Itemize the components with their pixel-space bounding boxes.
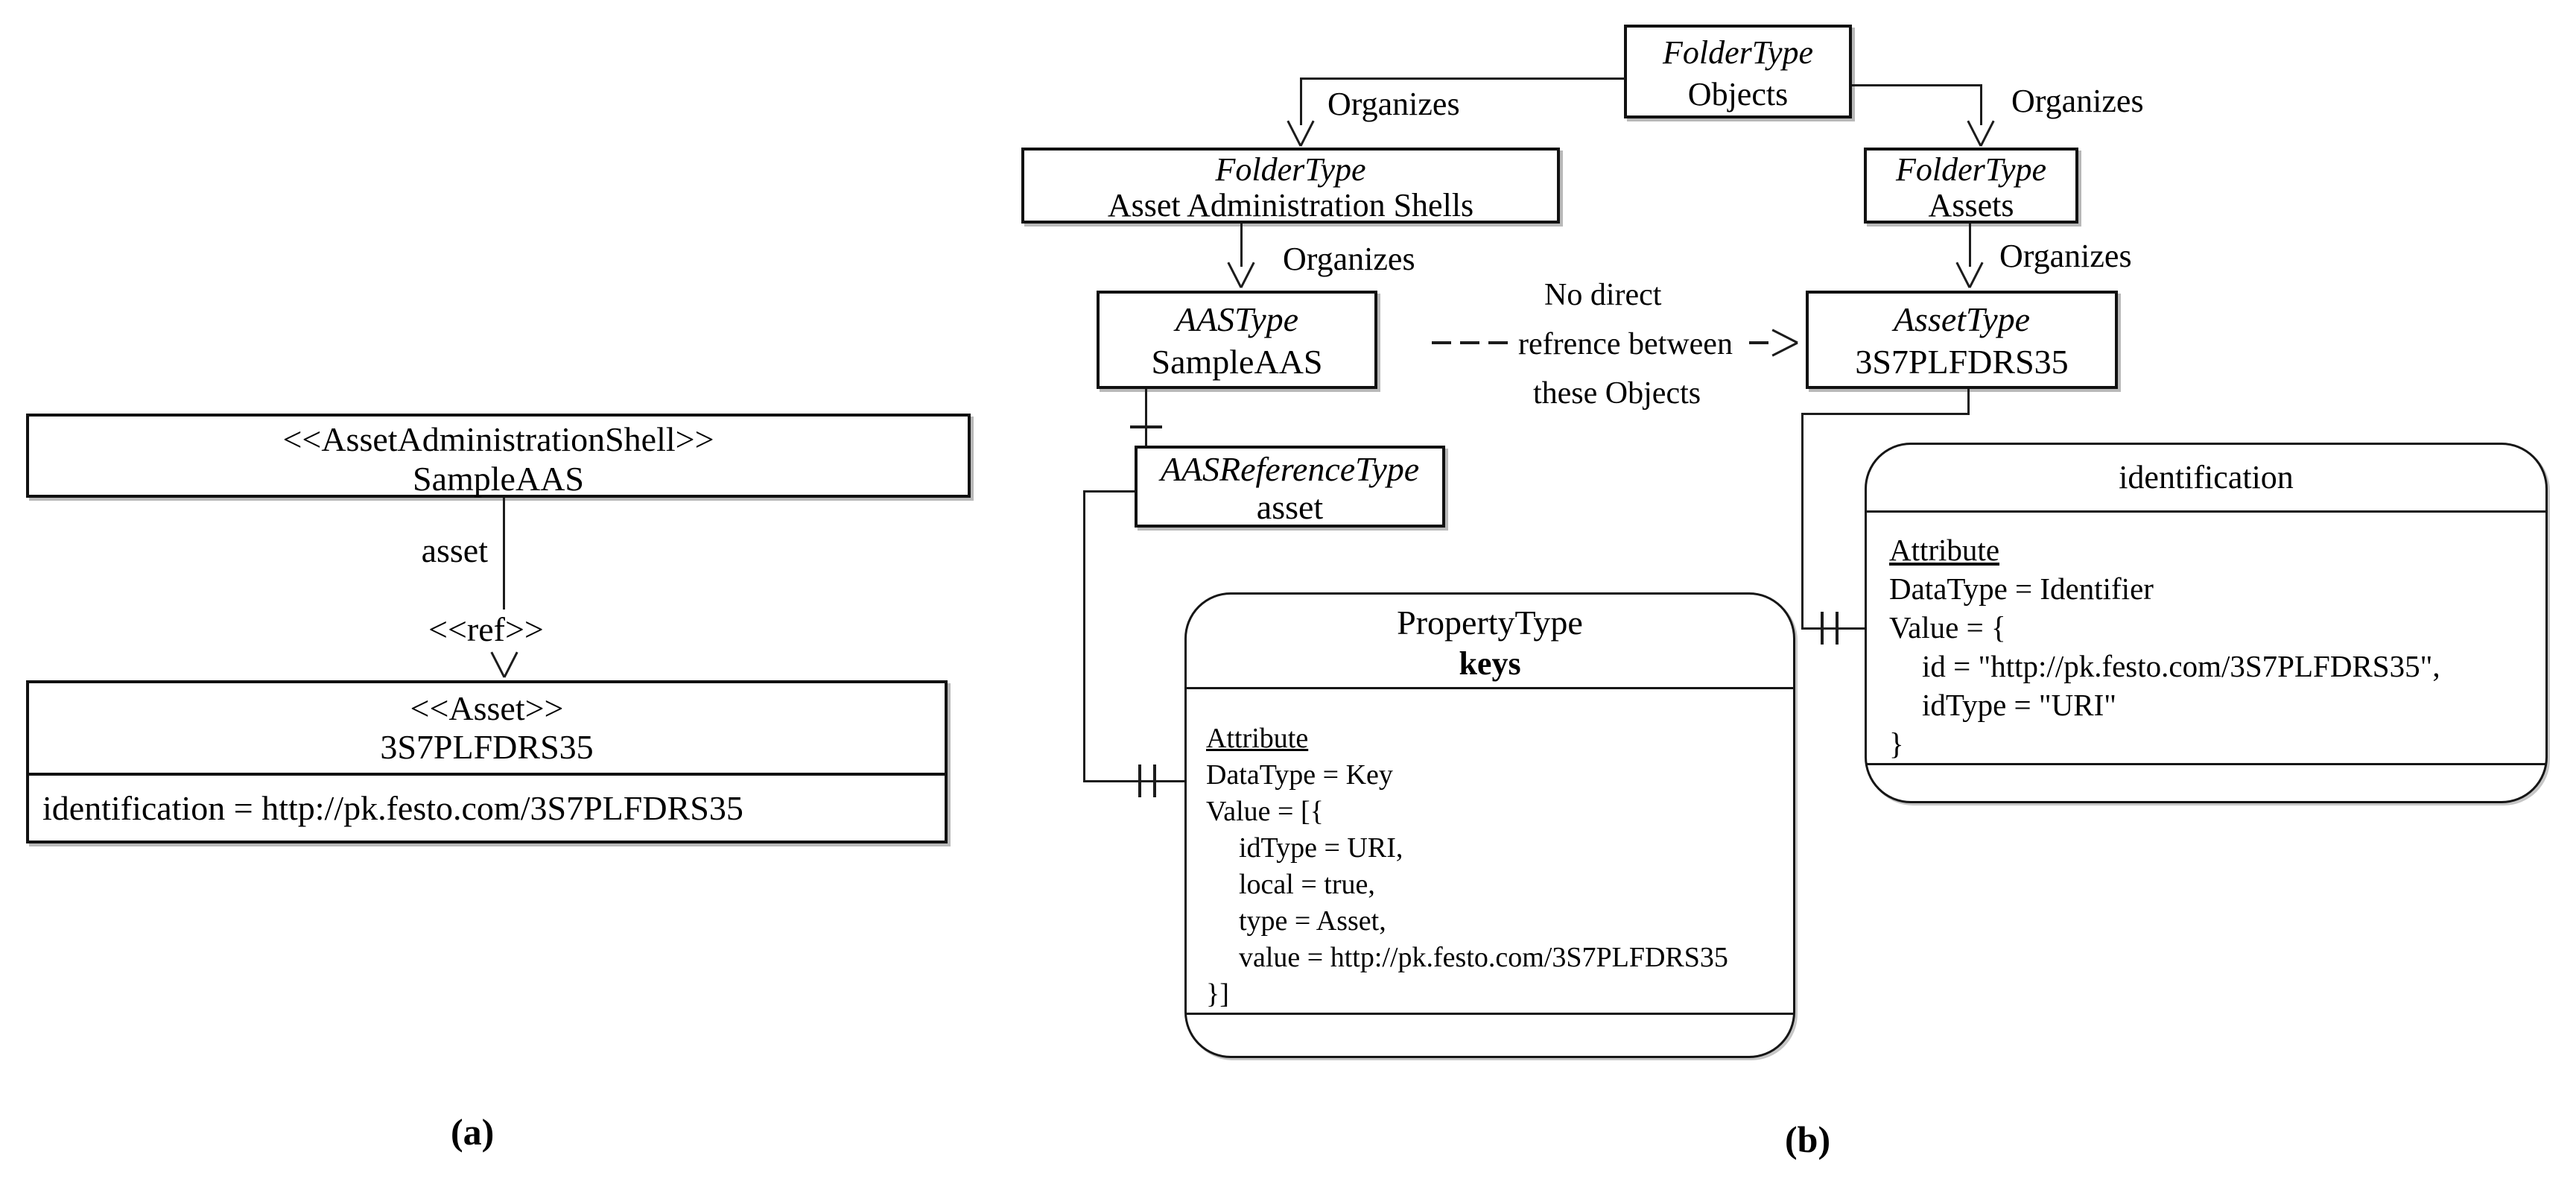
aas-shell-stereotype: <<AssetAdministrationShell>>: [282, 420, 714, 458]
asset-attribute-row: identification = http://pk.festo.com/3S7…: [42, 789, 743, 827]
sample-aas-box: AASType SampleAAS: [1097, 291, 1377, 389]
panel-a-caption: (a): [451, 1111, 495, 1153]
dashed-line-segment: [1432, 341, 1451, 344]
ref-edge-line-upper: [503, 498, 505, 610]
sample-aas-name: SampleAAS: [1151, 343, 1323, 381]
dashed-line-segment: [1460, 341, 1479, 344]
cardinality-tick: [1836, 612, 1839, 645]
aas-folder-type: FolderType: [1215, 151, 1366, 188]
organizes-label-2: Organizes: [2011, 83, 2144, 119]
identification-line-idtype: idType = "URI": [1922, 688, 2116, 722]
dashed-line-segment: [1488, 341, 1508, 344]
arrow-right-icon: [1774, 329, 1798, 357]
asset-reference-name: asset: [1256, 488, 1324, 526]
has-component-line: [1145, 389, 1147, 446]
identification-elbow-top: [1801, 413, 1970, 415]
organizes-line-3: [1240, 224, 1243, 267]
panel-b-caption: (b): [1785, 1118, 1831, 1160]
note-line-1: No direct: [1544, 278, 1662, 312]
cardinality-tick: [1821, 612, 1824, 645]
identification-footer: [1867, 763, 2545, 801]
asset-reference-type: AASReferenceType: [1160, 450, 1420, 488]
keys-property-name: keys: [1459, 645, 1521, 682]
sample-aas-type: AASType: [1175, 300, 1299, 338]
organizes-line-1: [1300, 77, 1625, 80]
keys-line-value-close: }]: [1206, 978, 1229, 1010]
aas-shell-box: <<AssetAdministrationShell>> SampleAAS: [26, 414, 971, 498]
keys-property-body: Attribute DataType = Key Value = [{ idTy…: [1187, 689, 1793, 1013]
arrow-down-icon: [1955, 264, 1984, 288]
arrow-down-icon: [490, 653, 518, 677]
identification-line-id: id = "http://pk.festo.com/3S7PLFDRS35",: [1922, 649, 2440, 683]
organizes-line-1-drop: [1300, 77, 1302, 125]
identification-body: Attribute DataType = Identifier Value = …: [1867, 513, 2545, 763]
identification-attribute-header: Attribute: [1889, 533, 2000, 567]
identification-name: identification: [2119, 459, 2294, 496]
asset-box: <<Asset>> 3S7PLFDRS35 identification = h…: [26, 680, 948, 843]
keys-line-value: value = http://pk.festo.com/3S7PLFDRS35: [1239, 942, 1728, 974]
asset-type-name: 3S7PLFDRS35: [1855, 343, 2069, 381]
ref-edge-stereotype-label: <<ref>>: [428, 610, 544, 648]
cardinality-tick: [1130, 425, 1162, 428]
asset-stereotype: <<Asset>>: [410, 689, 564, 727]
assets-folder-name: Assets: [1928, 187, 2014, 224]
identification-line-value-close: }: [1889, 726, 1904, 761]
asset-box-header: <<Asset>> 3S7PLFDRS35: [29, 683, 945, 776]
organizes-line-2-drop: [1980, 84, 1982, 125]
objects-folder-name: Objects: [1687, 76, 1789, 113]
objects-folder-type: FolderType: [1662, 34, 1814, 71]
cardinality-tick: [1153, 764, 1156, 797]
asset-type-type: AssetType: [1893, 300, 2031, 338]
keys-elbow-bottom: [1083, 780, 1184, 782]
asset-name: 3S7PLFDRS35: [380, 728, 594, 766]
arrow-down-icon: [1287, 122, 1315, 146]
assets-folder-type: FolderType: [1895, 151, 2047, 188]
dashed-line-segment: [1749, 341, 1768, 344]
aas-shell-name: SampleAAS: [413, 460, 584, 498]
identification-elbow-vertical: [1801, 413, 1803, 630]
keys-property-footer: [1187, 1013, 1793, 1056]
organizes-label-3: Organizes: [1283, 241, 1415, 277]
keys-attribute-header: Attribute: [1206, 723, 1309, 755]
keys-property-node: PropertyType keys Attribute DataType = K…: [1184, 592, 1795, 1058]
identification-elbow-bottom: [1801, 627, 1865, 630]
organizes-line-4: [1969, 224, 1971, 267]
assets-folder-box: FolderType Assets: [1864, 148, 2078, 224]
keys-elbow-top: [1083, 490, 1135, 493]
aas-folder-name: Asset Administration Shells: [1107, 187, 1474, 224]
organizes-line-2: [1852, 84, 1982, 86]
asset-reference-box: AASReferenceType asset: [1135, 446, 1445, 528]
ref-edge-role-label: asset: [421, 531, 488, 569]
objects-folder-box: FolderType Objects: [1624, 25, 1852, 118]
keys-elbow-vertical: [1083, 490, 1085, 782]
keys-line-local: local = true,: [1239, 869, 1375, 901]
keys-line-type: type = Asset,: [1239, 905, 1386, 937]
keys-property-type: PropertyType: [1397, 604, 1583, 642]
arrow-down-icon: [1967, 122, 1995, 146]
keys-line-idtype: idType = URI,: [1239, 832, 1403, 864]
organizes-label-1: Organizes: [1327, 86, 1460, 122]
note-line-2: refrence between: [1518, 327, 1733, 361]
organizes-label-4: Organizes: [1999, 238, 2132, 274]
identification-header: identification: [1867, 445, 2545, 513]
keys-line-datatype: DataType = Key: [1206, 759, 1393, 791]
identification-line-datatype: DataType = Identifier: [1889, 572, 2154, 606]
identification-line-value-open: Value = {: [1889, 610, 2006, 645]
identification-property-node: identification Attribute DataType = Iden…: [1865, 443, 2548, 803]
note-line-3: these Objects: [1533, 376, 1701, 411]
cardinality-tick: [1138, 764, 1141, 797]
identification-elbow-drop: [1967, 389, 1970, 415]
keys-property-header: PropertyType keys: [1187, 595, 1793, 690]
aas-folder-box: FolderType Asset Administration Shells: [1021, 148, 1560, 224]
asset-type-box: AssetType 3S7PLFDRS35: [1806, 291, 2118, 389]
arrow-down-icon: [1227, 264, 1255, 288]
keys-line-value-open: Value = [{: [1206, 796, 1324, 828]
